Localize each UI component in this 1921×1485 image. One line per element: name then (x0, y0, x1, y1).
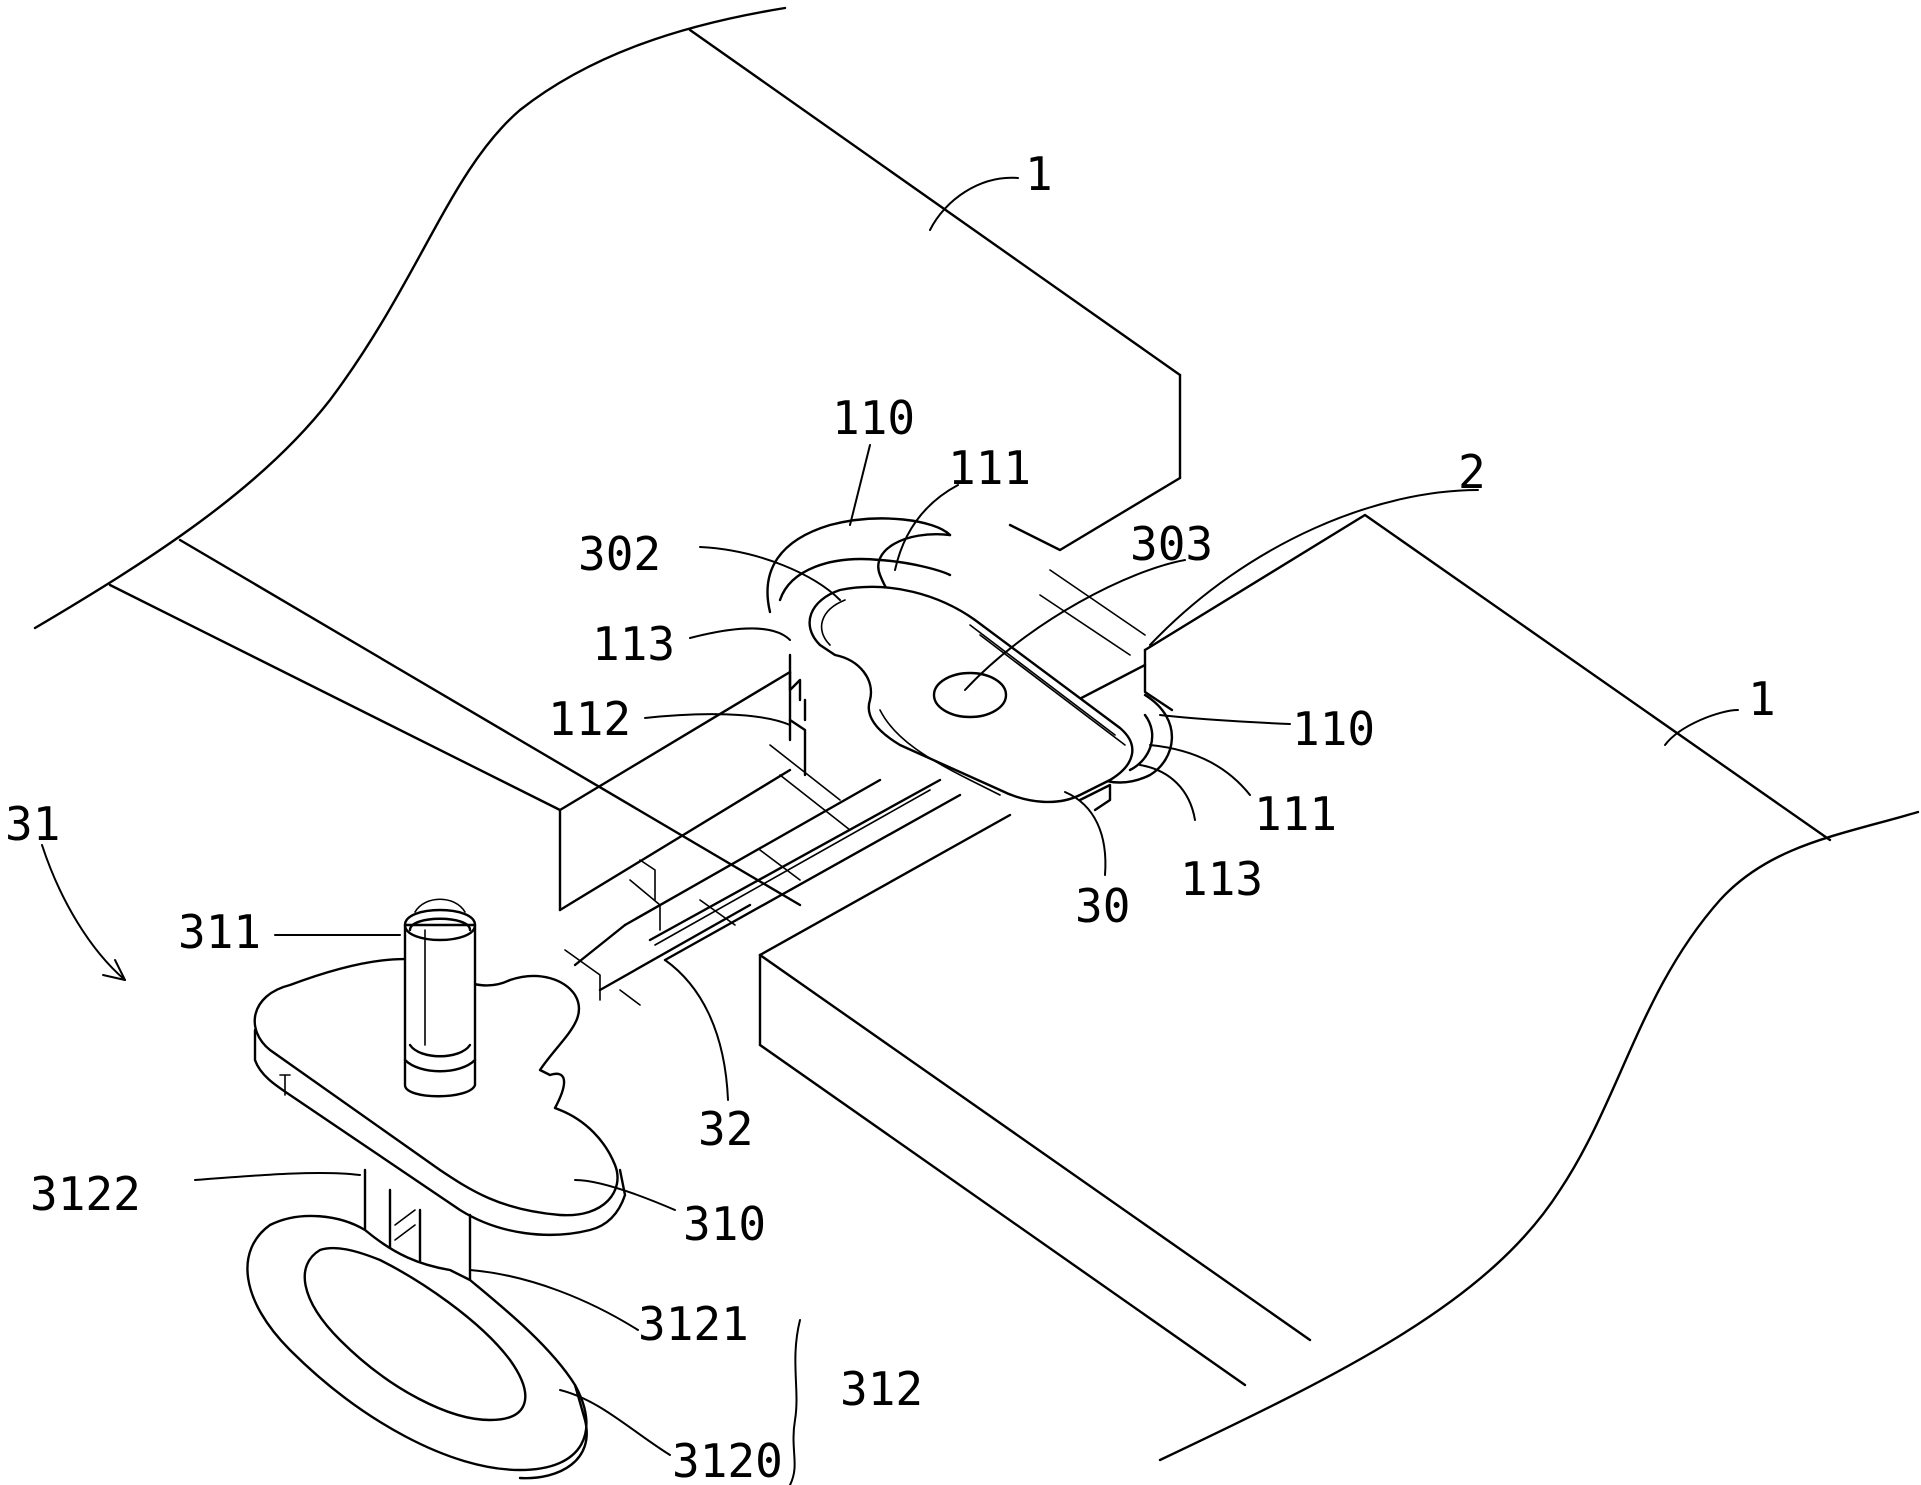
label-3122: 3122 (30, 1167, 141, 1221)
label-32: 32 (698, 1102, 753, 1156)
label-311: 311 (178, 905, 261, 959)
label-30: 30 (1075, 879, 1130, 933)
handle-310 (246, 898, 627, 1480)
label-110-top: 110 (832, 391, 915, 445)
label-board-lower: 1 (1748, 672, 1776, 726)
label-302: 302 (578, 527, 661, 581)
label-310: 310 (683, 1197, 766, 1251)
pin-311 (403, 898, 477, 1098)
bar-32 (564, 778, 962, 1006)
label-part-2: 2 (1458, 445, 1486, 499)
label-3120: 3120 (672, 1434, 783, 1485)
label-312: 312 (840, 1362, 923, 1416)
loop-3120 (246, 1214, 588, 1480)
label-110-right: 110 (1292, 702, 1375, 756)
reference-labels: 1 1 2 110 111 302 303 113 112 110 111 11… (5, 147, 1776, 1485)
label-303: 303 (1130, 517, 1213, 571)
leader-lines (41, 176, 1739, 1485)
label-111-top: 111 (948, 441, 1031, 495)
lower-board (758, 513, 1920, 1462)
label-112: 112 (548, 692, 631, 746)
label-board-upper: 1 (1025, 147, 1053, 201)
label-113-right: 113 (1180, 852, 1263, 906)
label-3121: 3121 (638, 1297, 749, 1351)
latch-head-30 (766, 517, 1174, 812)
label-31: 31 (5, 797, 60, 851)
label-111-right: 111 (1254, 787, 1337, 841)
label-113-left: 113 (592, 617, 675, 671)
upper-board (33, 6, 1182, 912)
